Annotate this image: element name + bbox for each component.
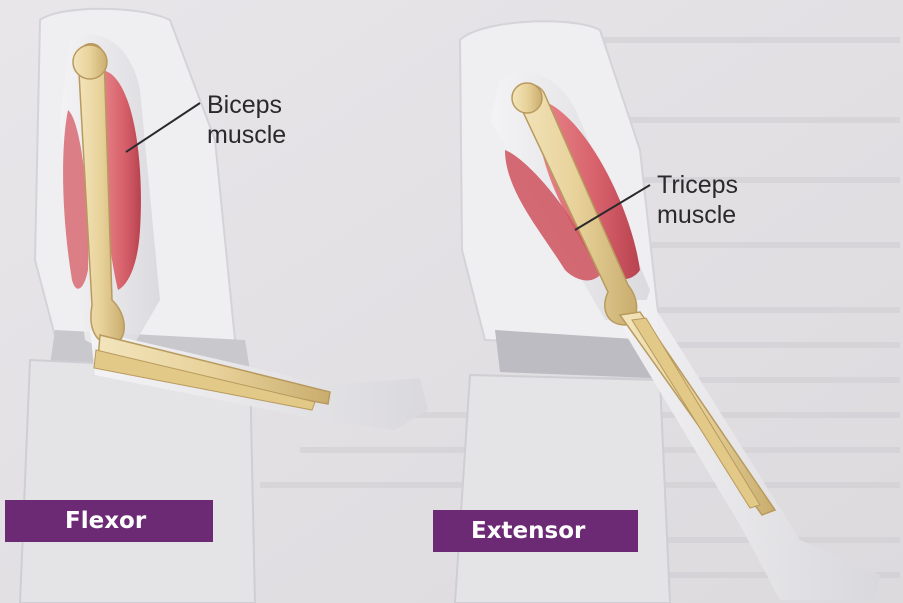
- biceps-label-line1: Biceps: [207, 90, 286, 120]
- triceps-label-line2: muscle: [657, 200, 738, 230]
- triceps-label: Triceps muscle: [657, 170, 738, 230]
- flexor-badge: Flexor: [5, 500, 213, 542]
- biceps-label: Biceps muscle: [207, 90, 286, 150]
- triceps-label-line1: Triceps: [657, 170, 738, 200]
- extensor-badge: Extensor: [433, 510, 638, 552]
- biceps-label-line2: muscle: [207, 120, 286, 150]
